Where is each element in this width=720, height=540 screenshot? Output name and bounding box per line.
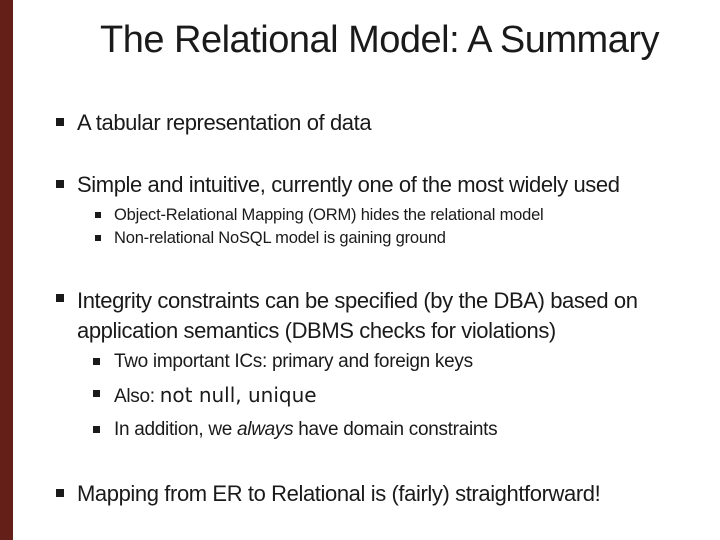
bullet-item-simple: Simple and intuitive, currently one of t… [56, 172, 620, 198]
sub-bullet-item-also: Also: not null, unique [93, 383, 317, 408]
bullet-text: Mapping from ER to Relational is (fairly… [77, 481, 601, 506]
always-italic-text: always [237, 419, 294, 440]
bullet-text-line1: Integrity constraints can be specified (… [77, 288, 638, 313]
bullet-square-icon [93, 390, 100, 397]
bullet-text: A tabular representation of data [77, 110, 372, 135]
bullet-square-icon [56, 294, 64, 302]
domain-post-text: have domain constraints [293, 419, 498, 440]
slide-title: The Relational Model: A Summary [100, 19, 660, 61]
bullet-square-icon [95, 235, 101, 241]
accent-bar [0, 0, 13, 540]
bullet-square-icon [93, 358, 100, 365]
sql-keywords-text: not null, unique [159, 383, 317, 407]
sub-bullet-text: Object-Relational Mapping (ORM) hides th… [114, 206, 544, 224]
bullet-square-icon [56, 180, 64, 188]
sub-bullet-text: In addition, we always have domain const… [114, 419, 498, 441]
sub-bullet-text: Non-relational NoSQL model is gaining gr… [114, 229, 446, 247]
bullet-text: Simple and intuitive, currently one of t… [77, 172, 620, 197]
bullet-text-line2: application semantics (DBMS checks for v… [77, 318, 556, 343]
bullet-square-icon [95, 212, 101, 218]
sub-bullet-item-orm: Object-Relational Mapping (ORM) hides th… [95, 206, 544, 225]
sub-bullet-item-nosql: Non-relational NoSQL model is gaining gr… [95, 229, 446, 248]
bullet-item-integrity: Integrity constraints can be specified (… [56, 286, 638, 346]
domain-pre-text: In addition, we [114, 419, 238, 440]
bullet-square-icon [56, 489, 64, 497]
bullet-square-icon [93, 426, 100, 433]
bullet-square-icon [56, 118, 64, 126]
bullet-text: Integrity constraints can be specified (… [77, 286, 638, 346]
sub-bullet-item-domain: In addition, we always have domain const… [93, 419, 498, 441]
sub-bullet-text: Also: not null, unique [114, 383, 317, 408]
also-label: Also: [114, 386, 160, 407]
sub-bullet-text: Two important ICs: primary and foreign k… [114, 351, 473, 372]
bullet-item-mapping: Mapping from ER to Relational is (fairly… [56, 481, 601, 507]
sub-bullet-item-ics: Two important ICs: primary and foreign k… [93, 351, 473, 373]
bullet-item-tabular: A tabular representation of data [56, 110, 372, 136]
